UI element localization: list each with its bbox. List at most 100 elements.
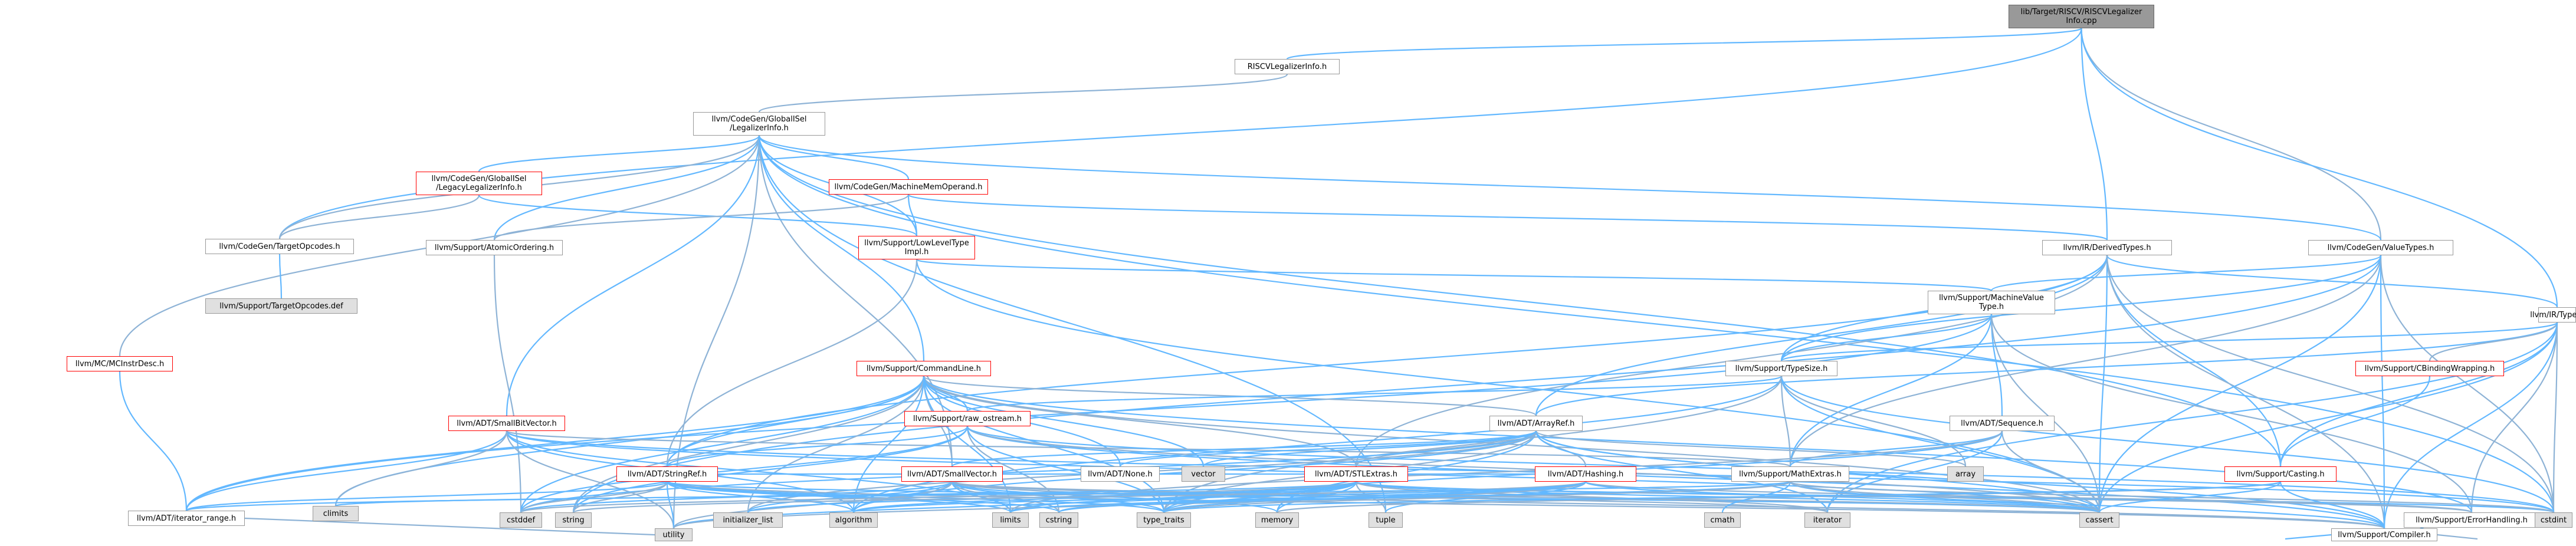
edge-cmdline-to-cassert	[923, 376, 2101, 513]
edge-gisel_li-to-cstdint	[758, 135, 2555, 513]
node-root[interactable]: lib/Target/RISCV/RISCVLegalizer Info.cpp	[2009, 5, 2154, 28]
node-label: string	[562, 515, 585, 525]
node-iterrange[interactable]: llvm/ADT/iterator_range.h	[128, 511, 245, 526]
node-cstring[interactable]: cstring	[1039, 512, 1078, 528]
node-string[interactable]: string	[555, 512, 592, 528]
node-label: llvm/CodeGen/MachineMemOperand.h	[834, 182, 983, 192]
node-tuple[interactable]: tuple	[1369, 512, 1403, 528]
node-mathext[interactable]: llvm/Support/MathExtras.h	[1731, 466, 1849, 482]
edge-riscvli-to-gisel_li	[758, 73, 1288, 113]
node-llt[interactable]: llvm/Support/LowLevelType Impl.h	[858, 236, 975, 259]
node-cgvt[interactable]: llvm/CodeGen/ValueTypes.h	[2308, 240, 2453, 255]
edge-cgvt-to-compiler	[2380, 255, 2385, 529]
node-irtype[interactable]: llvm/IR/Type.h	[2530, 307, 2576, 323]
node-legacy_li[interactable]: llvm/CodeGen/GlobalISel /LegacyLegalizer…	[416, 172, 542, 195]
node-smallbv[interactable]: llvm/ADT/SmallBitVector.h	[448, 416, 565, 431]
edge-cgvt-to-mvt	[1990, 254, 2382, 292]
edge-root-to-derived	[2081, 28, 2108, 241]
node-cassert[interactable]: cassert	[2079, 512, 2119, 528]
node-stringref[interactable]: llvm/ADT/StringRef.h	[616, 466, 718, 482]
node-label: RISCVLegalizerInfo.h	[1247, 62, 1327, 71]
node-cstddef[interactable]: cstddef	[500, 512, 542, 528]
node-errhandling[interactable]: llvm/Support/ErrorHandling.h	[2404, 512, 2539, 528]
node-label: cstring	[1045, 515, 1072, 525]
node-label: llvm/ADT/Sequence.h	[1961, 419, 2043, 428]
node-iterator[interactable]: iterator	[1804, 512, 1850, 528]
node-memory[interactable]: memory	[1255, 512, 1299, 528]
edge-smallbv-to-climits	[334, 430, 508, 506]
node-label: utility	[662, 530, 685, 540]
node-label: llvm/Support/CBindingWrapping.h	[2364, 364, 2495, 373]
edge-root-to-target_opc	[278, 28, 2082, 239]
node-mmo[interactable]: llvm/CodeGen/MachineMemOperand.h	[829, 179, 988, 195]
edge-rawos-to-cassert	[966, 426, 2101, 513]
node-typetraits[interactable]: type_traits	[1137, 512, 1191, 528]
node-stddef[interactable]: stddef.h	[2477, 538, 2480, 540]
node-label: llvm/ADT/None.h	[1088, 469, 1153, 479]
node-climits[interactable]: climits	[313, 506, 359, 521]
edge-gisel_li-to-smallbv	[506, 135, 760, 416]
node-utility[interactable]: utility	[655, 528, 693, 541]
edge-stringref-to-string	[572, 481, 668, 513]
node-smallvec[interactable]: llvm/ADT/SmallVector.h	[901, 466, 1003, 482]
node-llvmconfig[interactable]: llvm/Config/llvm-config.h	[2283, 538, 2285, 540]
node-mvt[interactable]: llvm/Support/MachineValue Type.h	[1928, 291, 2055, 314]
node-cmath[interactable]: cmath	[1704, 512, 1741, 528]
edge-llt-to-stringref	[666, 259, 918, 467]
node-atomic[interactable]: llvm/Support/AtomicOrdering.h	[426, 240, 563, 255]
node-derived[interactable]: llvm/IR/DerivedTypes.h	[2042, 240, 2172, 255]
node-label: llvm/Support/MachineValue Type.h	[1939, 294, 2044, 311]
edge-atomic-to-cstddef	[493, 255, 522, 513]
node-cstdint[interactable]: cstdint	[2535, 512, 2572, 528]
node-typesize[interactable]: llvm/Support/TypeSize.h	[1725, 361, 1837, 376]
node-label: llvm/Support/Casting.h	[2236, 469, 2325, 479]
node-initlist[interactable]: initializer_list	[713, 512, 783, 528]
edge-hashing-to-algorithm	[852, 481, 1587, 514]
edge-cgvt-to-cassert	[2098, 255, 2382, 513]
edge-irtype-to-arrayref	[1535, 322, 2558, 416]
edge-mvt-to-mathext	[1789, 314, 1993, 467]
node-rawos[interactable]: llvm/Support/raw_ostream.h	[904, 411, 1031, 426]
edge-root-to-riscvli	[1286, 27, 2082, 60]
edge-gisel_li-to-legacy_li	[478, 135, 760, 172]
node-compiler[interactable]: llvm/Support/Compiler.h	[2331, 528, 2437, 541]
node-label: cstddef	[506, 515, 536, 525]
node-hashing[interactable]: llvm/ADT/Hashing.h	[1535, 466, 1636, 482]
node-vector[interactable]: vector	[1182, 466, 1225, 482]
node-arrayref[interactable]: llvm/ADT/ArrayRef.h	[1489, 416, 1583, 431]
edge-derived-to-irtype	[2106, 255, 2558, 308]
edge-hashing-to-string	[572, 481, 1587, 514]
node-gisel_li[interactable]: llvm/CodeGen/GlobalISel /LegalizerInfo.h	[693, 112, 825, 136]
node-label: memory	[1261, 515, 1294, 525]
edge-gisel_li-to-utility	[672, 135, 760, 529]
edge-mvt-to-iterrange	[185, 314, 1993, 511]
node-label: llvm/ADT/SmallVector.h	[907, 469, 997, 479]
node-label: llvm/ADT/SmallBitVector.h	[457, 419, 557, 428]
edge-gisel_li-to-cgvt	[758, 135, 2382, 241]
node-none[interactable]: llvm/ADT/None.h	[1081, 466, 1160, 482]
node-cmdline[interactable]: llvm/Support/CommandLine.h	[857, 361, 991, 376]
node-algorithm[interactable]: algorithm	[829, 512, 878, 528]
node-stlextras[interactable]: llvm/ADT/STLExtras.h	[1304, 466, 1408, 482]
node-sequence[interactable]: llvm/ADT/Sequence.h	[1950, 416, 2055, 431]
node-label: climits	[323, 509, 349, 518]
node-label: llvm/ADT/ArrayRef.h	[1497, 419, 1575, 428]
node-mcinstr[interactable]: llvm/MC/MCInstrDesc.h	[67, 356, 173, 371]
node-label: llvm/Support/ErrorHandling.h	[2416, 515, 2528, 525]
node-label: llvm/Support/Compiler.h	[2338, 530, 2431, 540]
node-label: llvm/CodeGen/ValueTypes.h	[2327, 243, 2434, 252]
node-target_def[interactable]: llvm/Support/TargetOpcodes.def	[205, 298, 357, 314]
edge-gisel_li-to-mmo	[758, 135, 910, 180]
edge-rawos-to-compiler	[966, 426, 2385, 529]
node-array[interactable]: array	[1947, 466, 1984, 482]
node-riscvli[interactable]: RISCVLegalizerInfo.h	[1235, 59, 1340, 74]
edge-mmo-to-atomic	[493, 194, 910, 241]
node-casting[interactable]: llvm/Support/Casting.h	[2224, 466, 2337, 482]
edge-derived-to-cstdint	[2106, 255, 2555, 513]
edge-root-to-irtype	[2081, 28, 2558, 308]
node-limits[interactable]: limits	[992, 512, 1029, 528]
node-target_opc[interactable]: llvm/CodeGen/TargetOpcodes.h	[205, 239, 354, 254]
node-cbind[interactable]: llvm/Support/CBindingWrapping.h	[2355, 361, 2504, 376]
node-label: llvm/Support/CommandLine.h	[866, 364, 981, 373]
